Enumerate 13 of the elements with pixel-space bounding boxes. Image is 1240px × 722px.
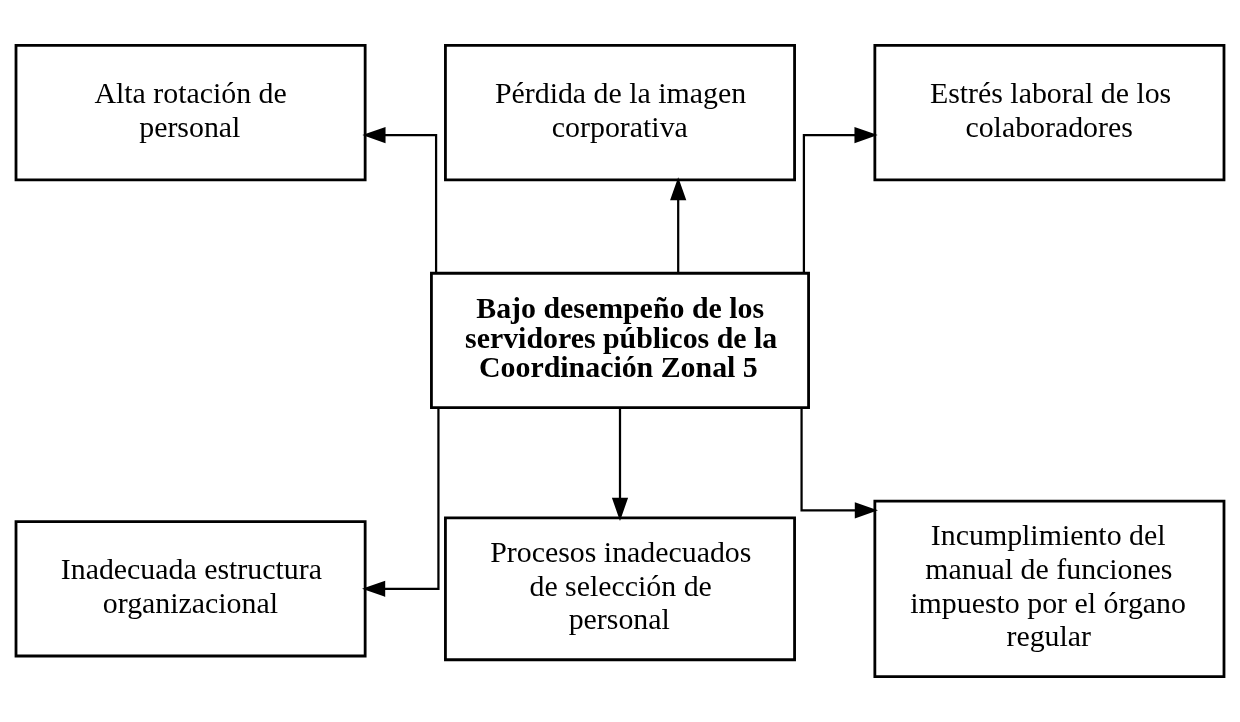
arrow (362, 408, 440, 597)
node-box: Procesos inadecuados de selección de personal (444, 516, 796, 662)
arrow (800, 408, 878, 519)
arrow (362, 126, 438, 274)
arrow (802, 126, 878, 274)
arrow (670, 177, 687, 273)
node-box: Bajo desempeño de los servidores públicos de la Coordinación Zonal 5 (430, 271, 810, 410)
arrow (611, 408, 629, 521)
node-box: Estrés laboral de los colaboradores (873, 44, 1226, 182)
node-box: Incumplimiento del manual de funciones impuesto por el órgano regular (873, 499, 1226, 678)
node-box: Pérdida de la imagen corporativa (444, 44, 796, 182)
node-box: Alta rotación de personal (14, 44, 367, 182)
node-box: Inadecuada estructura organizacional (14, 520, 367, 658)
